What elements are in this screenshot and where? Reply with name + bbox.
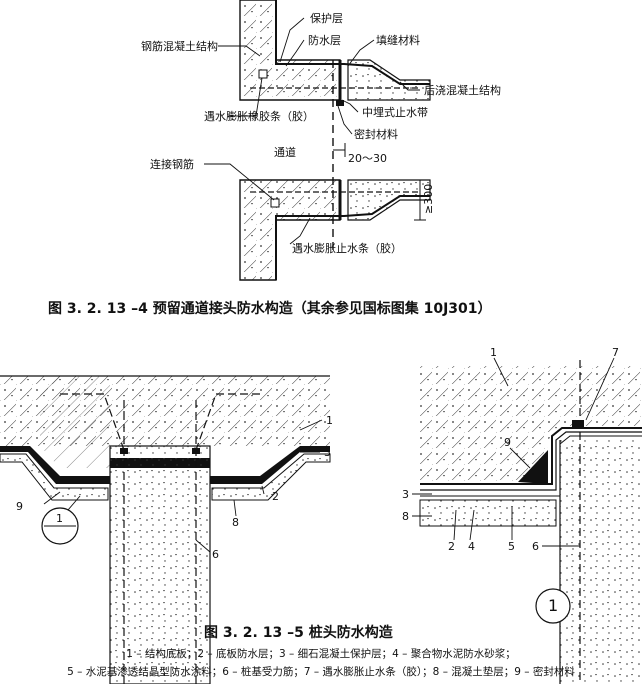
label-post-cast: 后浇混凝土结构 bbox=[424, 83, 501, 97]
right-num-4: 4 bbox=[468, 540, 475, 553]
section-marker-left-text: 1 bbox=[56, 512, 63, 525]
label-protect-layer: 保护层 bbox=[310, 11, 343, 25]
left-num-8: 8 bbox=[232, 516, 239, 529]
right-num-6: 6 bbox=[532, 540, 539, 553]
figure2-legend-line1: 1 – 结构底板；2 – 底板防水层；3 – 细石混凝土保护层；4 – 聚合物水… bbox=[126, 648, 516, 660]
swell-rubber-strip-mark-lower bbox=[270, 198, 280, 208]
label-sealant: 密封材料 bbox=[354, 127, 398, 141]
figure2-caption: 图 3. 2. 13 –5 桩头防水构造 bbox=[204, 625, 393, 641]
swell-rubber-strip-mark-upper bbox=[258, 69, 268, 79]
figure1-drawing: 保护层 钢筋混凝土结构 防水层 填缝材料 后浇混凝土结构 中埋式止水带 遇水膨胀… bbox=[141, 0, 501, 281]
section-marker-right-text: 1 bbox=[548, 596, 558, 615]
figure2-right-drawing: 1 1 7 9 3 8 2 4 5 6 bbox=[402, 346, 642, 684]
post-cast-lower bbox=[347, 179, 431, 221]
section-marker-right bbox=[535, 588, 571, 624]
left-num-1: 1 bbox=[326, 414, 333, 427]
right-num-1: 1 bbox=[490, 346, 497, 359]
left-num-3: 3 bbox=[324, 446, 331, 459]
label-swell-rubber-strip: 遇水膨胀橡胶条（胶） bbox=[204, 109, 314, 123]
label-embedded-stop: 中埋式止水带 bbox=[362, 106, 428, 119]
right-num-9: 9 bbox=[504, 436, 511, 449]
left-num-6: 6 bbox=[212, 548, 219, 561]
label-passage: 通道 bbox=[274, 145, 296, 159]
left-num-9: 9 bbox=[16, 500, 23, 513]
label-waterproof-layer: 防水层 bbox=[308, 33, 341, 47]
water-stop-strip-mark bbox=[572, 420, 584, 428]
right-num-2: 2 bbox=[448, 540, 455, 553]
label-gap-dim: 20～30 bbox=[348, 152, 387, 165]
left-num-2: 2 bbox=[272, 490, 279, 503]
label-filler: 填缝材料 bbox=[376, 33, 420, 47]
right-num-3: 3 bbox=[402, 488, 409, 501]
right-num-7: 7 bbox=[612, 346, 619, 359]
figure2-left-drawing: 1 1 2 3 6 8 9 bbox=[0, 375, 333, 684]
rc-structure-lower bbox=[239, 179, 341, 281]
label-rc-structure: 钢筋混凝土结构 bbox=[141, 39, 218, 53]
label-swell-stop-strip: 遇水膨胀止水条（胶） bbox=[292, 241, 402, 255]
right-num-8: 8 bbox=[402, 510, 409, 523]
figure2-legend-line2: 5 – 水泥基渗透结晶型防水涂料；6 – 桩基受力筋；7 – 遇水膨胀止水条（胶… bbox=[67, 666, 575, 678]
label-depth-dim: ≥300 bbox=[422, 184, 435, 214]
figure1-caption: 图 3. 2. 13 –4 预留通道接头防水构造（其余参见国标图集 10J301… bbox=[48, 301, 492, 317]
label-connect-rebar: 连接钢筋 bbox=[150, 157, 194, 171]
right-num-5: 5 bbox=[508, 540, 515, 553]
